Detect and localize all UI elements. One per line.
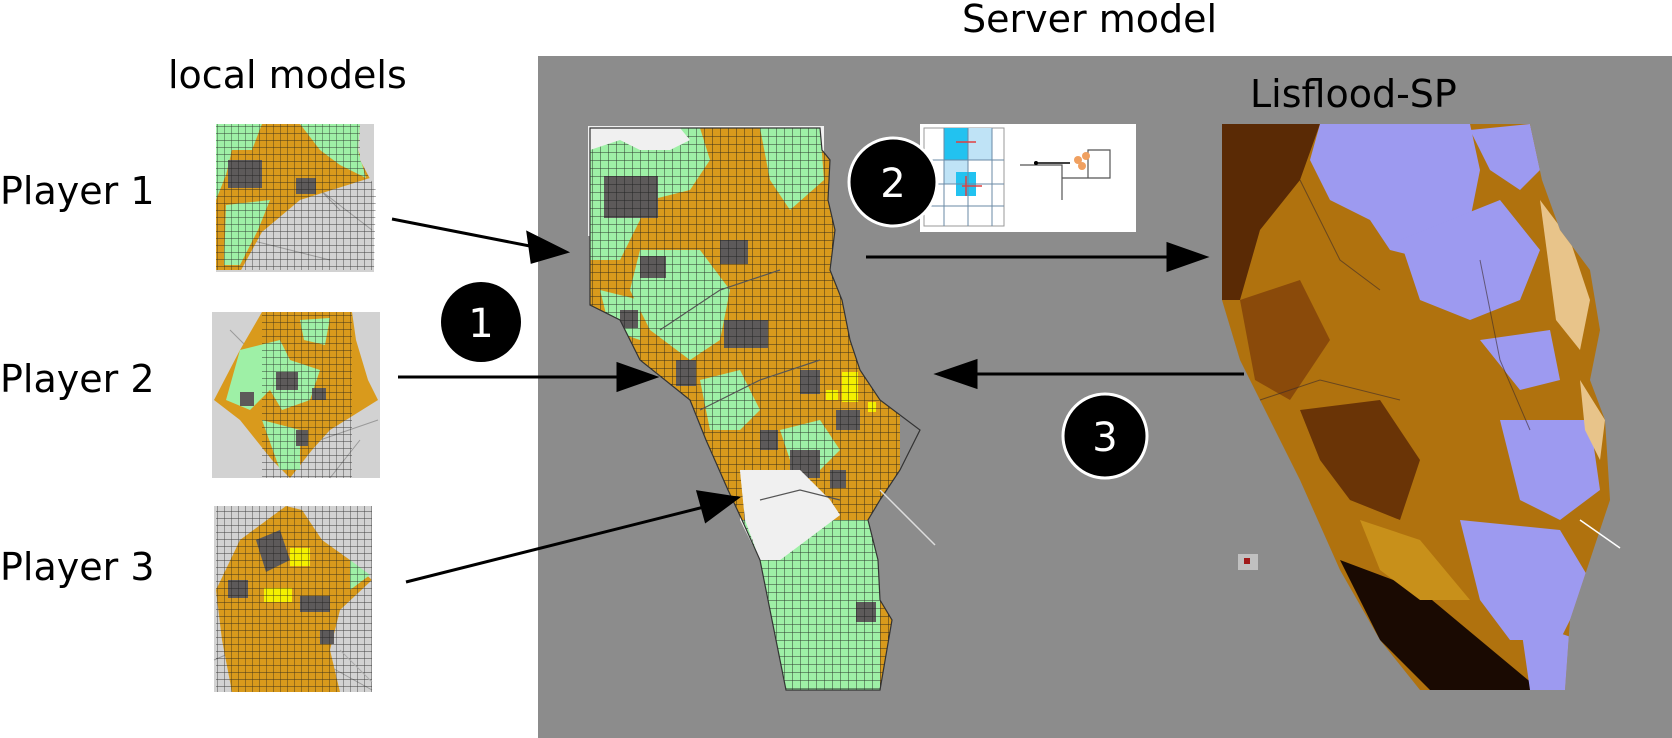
server-model-title: Server model <box>962 0 1218 41</box>
lisflood-title: Lisflood-SP <box>1250 72 1457 116</box>
local-model-3-map <box>213 506 373 692</box>
grid-stencil-icon <box>923 127 1005 227</box>
flow-arrows <box>391 217 1244 584</box>
svg-text:2: 2 <box>880 161 905 207</box>
player-2-label: Player 2 <box>0 357 155 401</box>
player-3-label: Player 3 <box>0 545 155 589</box>
step-2-badge: 2 <box>847 136 939 228</box>
arrow-player1-to-server <box>391 217 571 264</box>
channel-section-icon <box>1020 149 1111 200</box>
step-3-badge: 3 <box>1061 392 1149 480</box>
local-models-title: local models <box>168 53 407 97</box>
svg-text:1: 1 <box>468 301 493 347</box>
local-model-2-map <box>212 312 380 479</box>
lisflood-dem-map <box>1222 124 1621 690</box>
lisflood-scheme-inset <box>920 124 1136 232</box>
svg-text:3: 3 <box>1092 415 1117 461</box>
arrow-player3-to-server <box>405 490 741 584</box>
arrow-player2-to-server <box>398 361 660 393</box>
step-1-badge: 1 <box>441 282 521 362</box>
player-1-label: Player 1 <box>0 169 155 213</box>
local-model-1-map <box>216 124 376 272</box>
arrow-lisflood-to-server <box>933 358 1244 390</box>
arrow-server-to-lisflood <box>866 241 1210 273</box>
